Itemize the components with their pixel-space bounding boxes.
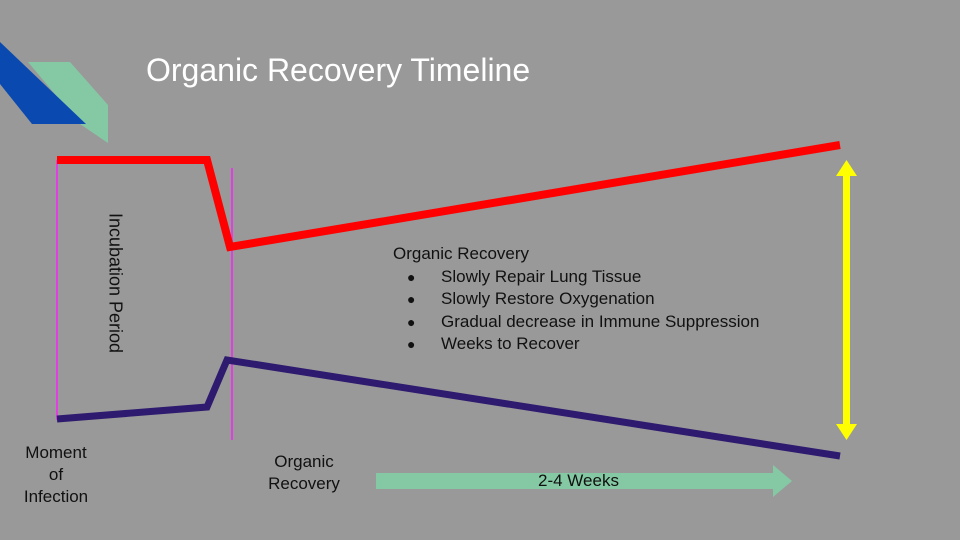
organic-recovery-notes: Organic Recovery ● Slowly Repair Lung Tis… bbox=[393, 243, 759, 356]
list-item: ● Slowly Repair Lung Tissue bbox=[393, 266, 759, 289]
organic-recovery-axis-label: Organic Recovery bbox=[268, 452, 340, 493]
upper-trend-line bbox=[57, 141, 841, 252]
bullet-text: Gradual decrease in Immune Suppression bbox=[441, 311, 760, 331]
bullet-text: Slowly Repair Lung Tissue bbox=[441, 266, 642, 286]
lower-trend-line bbox=[56, 356, 841, 460]
bullet-icon: ● bbox=[407, 291, 416, 307]
bullet-icon: ● bbox=[407, 336, 416, 352]
bullet-text: Weeks to Recover bbox=[441, 334, 580, 353]
notes-heading: Organic Recovery bbox=[393, 244, 530, 263]
duration-label: 2-4 Weeks bbox=[538, 471, 619, 490]
list-item: ● Gradual decrease in Immune Suppression bbox=[393, 311, 759, 334]
incubation-period-label: Incubation Period bbox=[105, 212, 126, 354]
bullet-text: Slowly Restore Oxygenation bbox=[441, 289, 655, 308]
slide-title: Organic Recovery Timeline bbox=[146, 52, 531, 88]
list-item: ● Slowly Restore Oxygenation bbox=[393, 288, 759, 311]
range-double-arrow bbox=[836, 160, 857, 440]
bullet-icon: ● bbox=[407, 313, 416, 330]
list-item: ● Weeks to Recover bbox=[393, 333, 759, 356]
notes-bullet-list: ● Slowly Repair Lung Tissue ● Slowly Resto… bbox=[393, 266, 759, 356]
deco-green-shape bbox=[28, 62, 108, 143]
moment-of-infection-label: Moment of Infection bbox=[23, 443, 89, 506]
duration-arrow bbox=[376, 465, 792, 497]
deco-blue-shape bbox=[0, 42, 86, 124]
bullet-icon: ● bbox=[407, 268, 416, 285]
